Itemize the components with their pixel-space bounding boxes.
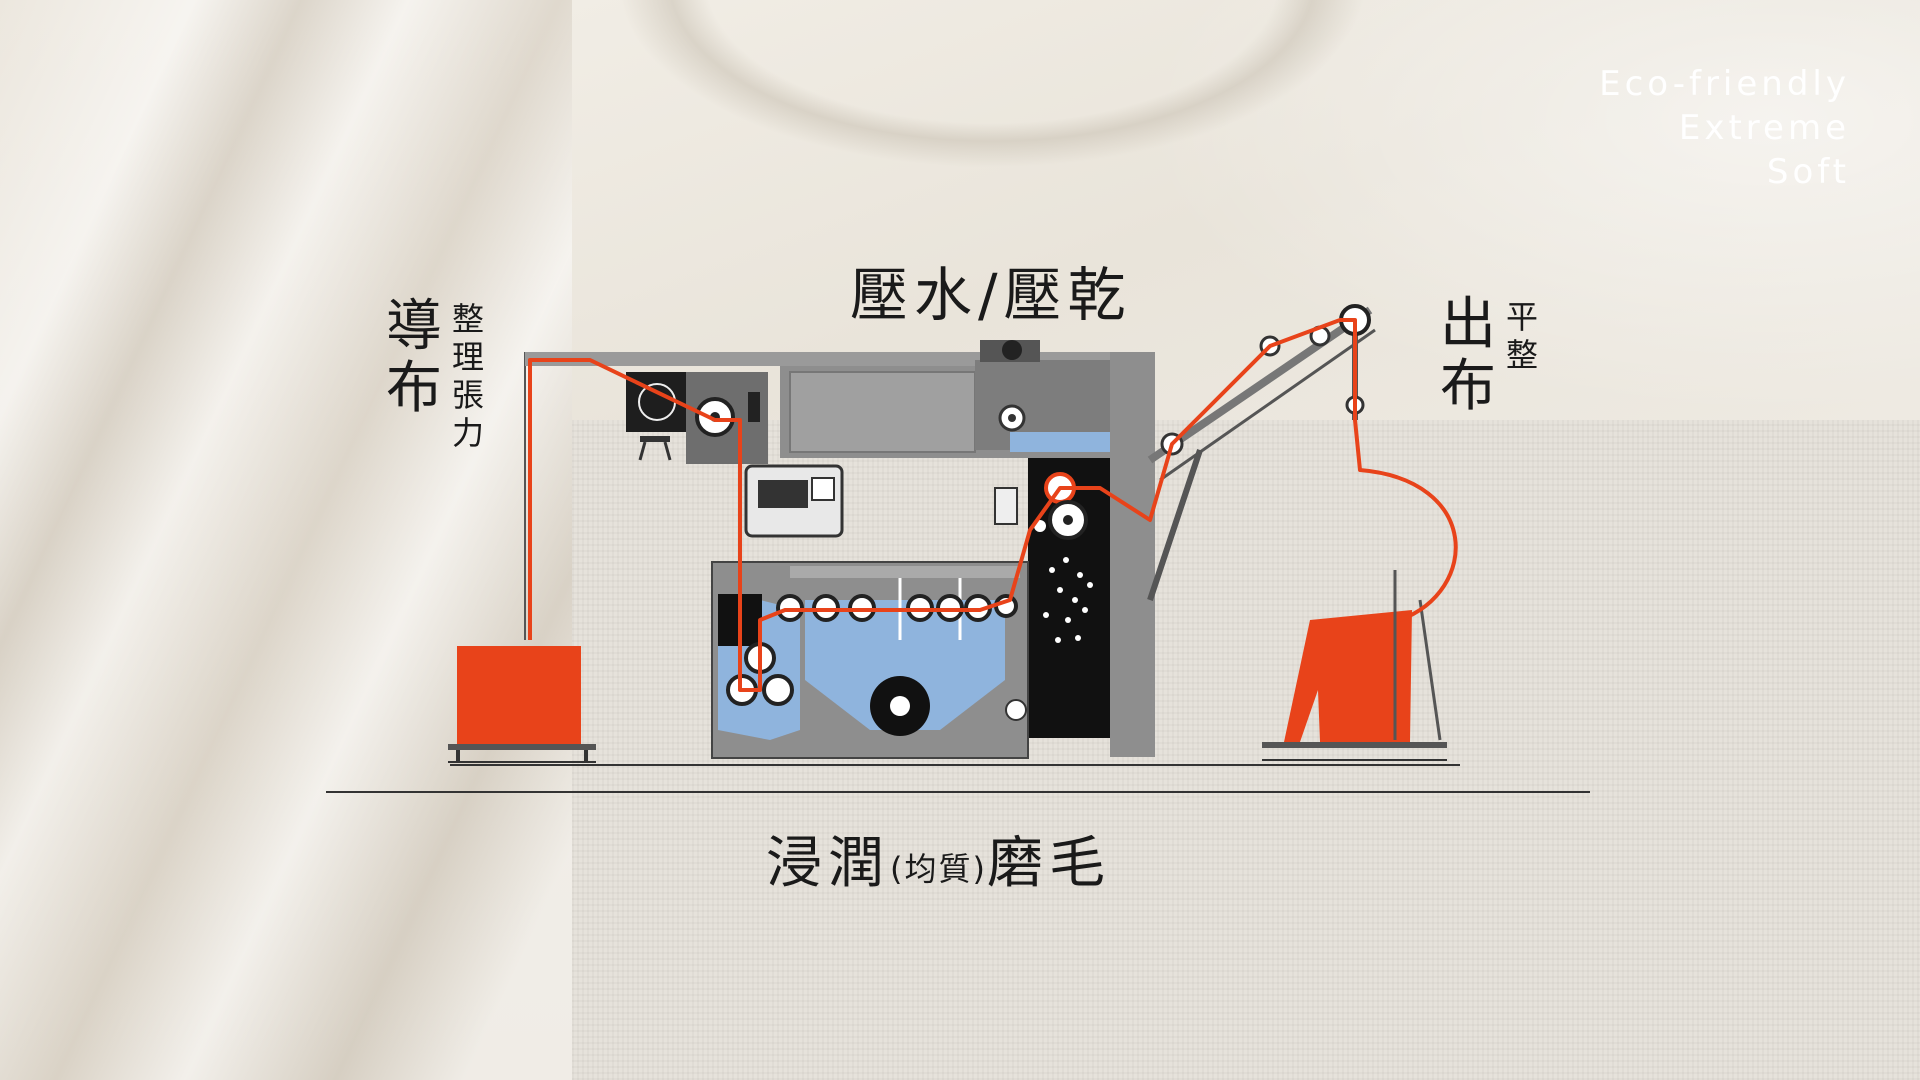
fabric-out-char-2: 布 bbox=[1440, 354, 1496, 419]
soak-brush-title: 浸潤(均質)磨毛 bbox=[766, 818, 1111, 899]
tension-char-2: 理 bbox=[452, 338, 485, 376]
input-fabric-cart bbox=[448, 646, 596, 763]
water-drops bbox=[1043, 557, 1093, 643]
flatten-char-2: 整 bbox=[1506, 336, 1539, 374]
press-dry-title: 壓水/壓乾 bbox=[850, 261, 1132, 329]
fabric-out-label: 出 布 bbox=[1440, 294, 1496, 418]
tension-char-1: 整 bbox=[452, 300, 485, 338]
flatten-char-1: 平 bbox=[1506, 298, 1539, 336]
flatten-label: 平 整 bbox=[1506, 298, 1538, 374]
tension-char-3: 張 bbox=[452, 376, 485, 414]
output-arm bbox=[1147, 304, 1376, 601]
brand-line-soft: Soft bbox=[1766, 152, 1850, 192]
fabric-guide-char-1: 導 bbox=[386, 294, 442, 359]
fabric-background-left bbox=[0, 0, 572, 1080]
output-fabric-pile bbox=[1284, 610, 1412, 742]
brand-line-eco: Eco-friendly bbox=[1599, 64, 1850, 104]
main-column bbox=[1110, 352, 1155, 757]
fabric-guide-char-2: 布 bbox=[386, 356, 442, 421]
brush-text: 磨毛 bbox=[986, 831, 1111, 896]
brushing-tank bbox=[805, 600, 1005, 730]
fabric-out-char-1: 出 bbox=[1440, 292, 1496, 357]
tension-label: 整 理 張 力 bbox=[452, 300, 484, 452]
input-cart-tray bbox=[448, 744, 596, 750]
soak-text: 浸潤 bbox=[766, 831, 890, 896]
fabric-guide-label: 導 布 bbox=[386, 296, 442, 420]
homogeneous-text: (均質) bbox=[890, 849, 987, 888]
input-fabric-pile bbox=[457, 646, 581, 746]
brand-tagline: Eco-friendly Extreme Soft bbox=[1599, 62, 1850, 194]
brand-line-extreme: Extreme bbox=[1678, 108, 1850, 148]
fabric-path bbox=[528, 318, 1458, 692]
output-fabric-cart bbox=[1262, 570, 1447, 761]
fabric-background-top bbox=[572, 0, 1920, 420]
tension-char-4: 力 bbox=[452, 414, 485, 452]
